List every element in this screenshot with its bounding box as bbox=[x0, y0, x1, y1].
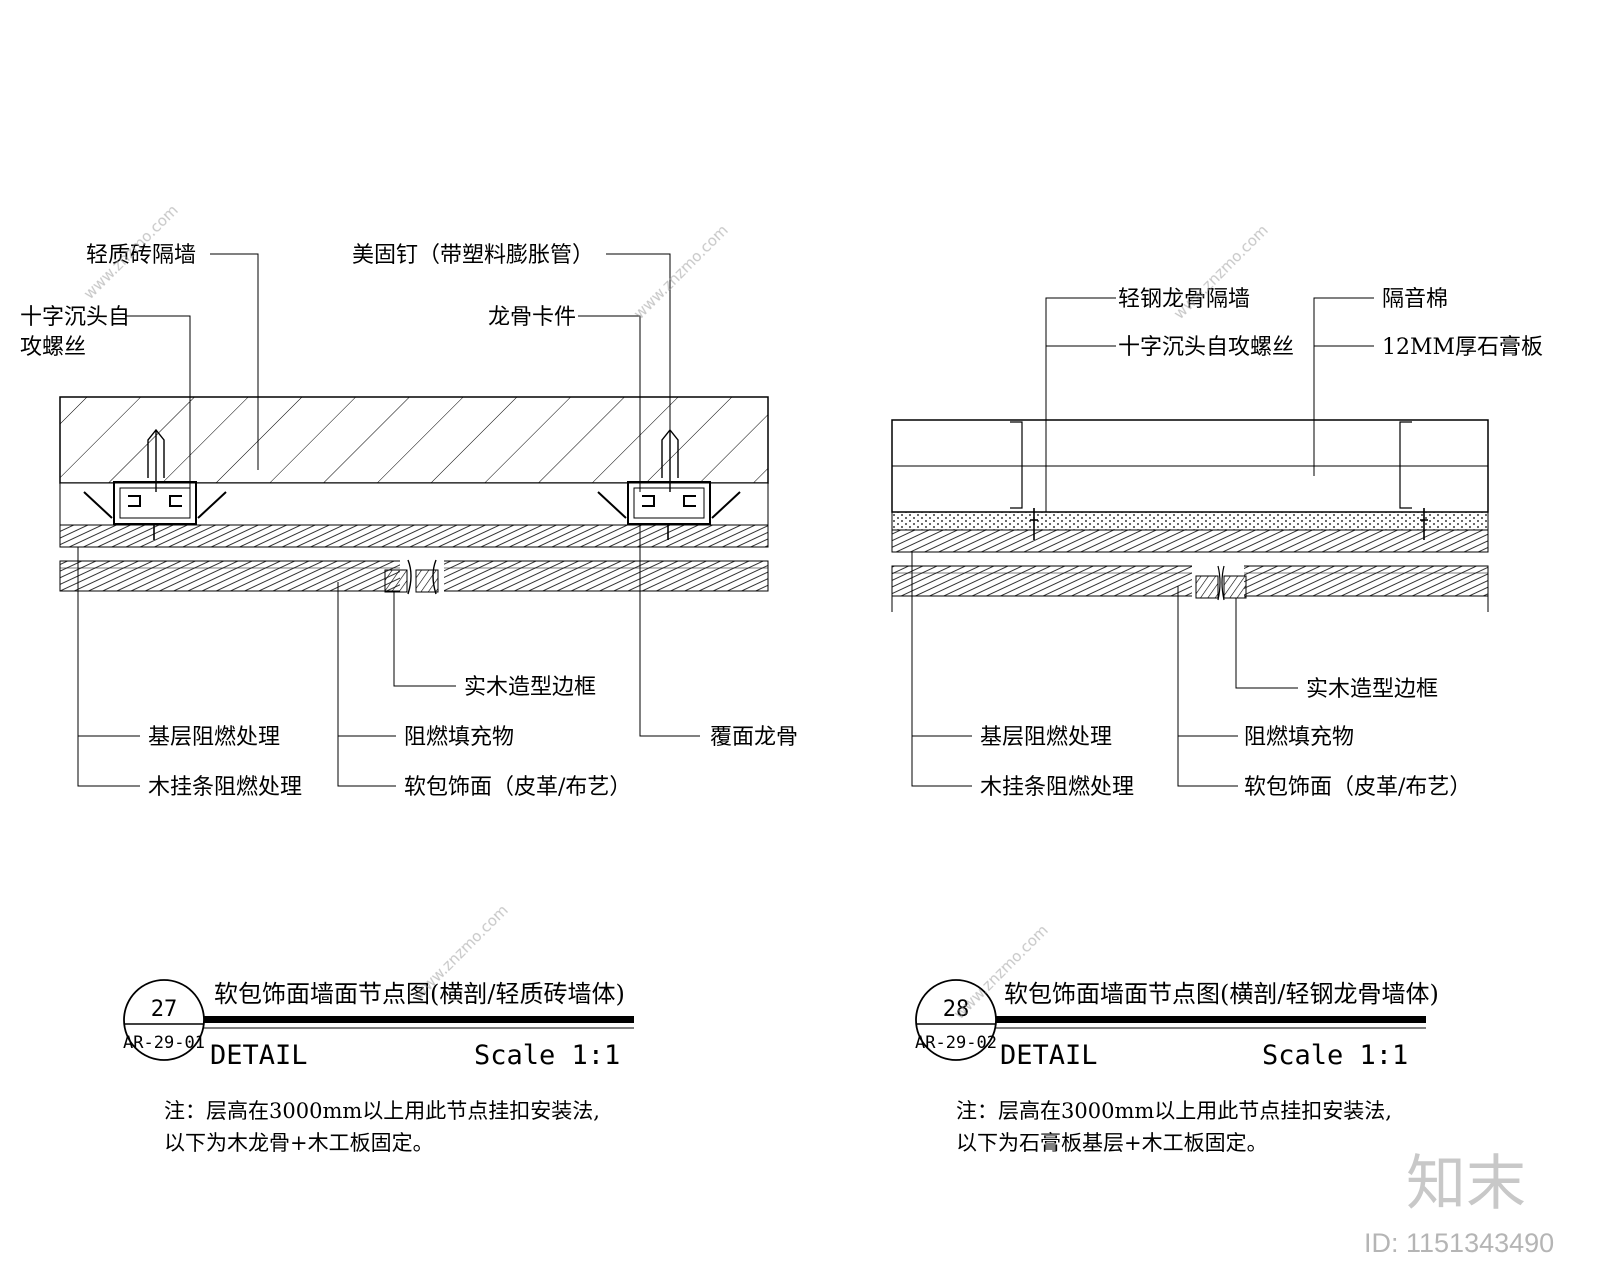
title-block-27: 27 AR-29-01 软包饰面墙面节点图(横剖/轻质砖墙体) DETAIL S… bbox=[123, 979, 634, 1155]
detail-title: 软包饰面墙面节点图(横剖/轻钢龙骨墙体) bbox=[1004, 980, 1439, 1008]
watermark-logo: 知末 bbox=[1406, 1149, 1526, 1219]
title-number: 28 bbox=[943, 997, 970, 1022]
cavity bbox=[59, 482, 769, 526]
label-batten: 木挂条阻燃处理 bbox=[148, 775, 302, 800]
label-finish: 软包饰面（皮革/布艺） bbox=[404, 775, 631, 800]
note-line-2: 以下为木龙骨+木工板固定。 bbox=[164, 1131, 434, 1155]
label-anchor: 美固钉（带塑料膨胀管） bbox=[352, 243, 594, 268]
label-filler: 阻燃填充物 bbox=[404, 725, 514, 750]
title-block-28: 28 AR-29-02 软包饰面墙面节点图(横剖/轻钢龙骨墙体) DETAIL … bbox=[915, 979, 1439, 1155]
solid-wood-frame bbox=[1195, 575, 1219, 599]
solid-wood-frame bbox=[1223, 575, 1247, 599]
detail-28: 轻钢龙骨隔墙 隔音棉 十字沉头自攻螺丝 12MM厚石膏板 实木造型边框 基层阻燃… bbox=[891, 287, 1543, 1155]
label-base-fire: 基层阻燃处理 bbox=[980, 725, 1112, 750]
detail-scale: Scale 1:1 bbox=[1262, 1040, 1408, 1071]
solid-wood-frame bbox=[384, 569, 408, 593]
title-number: 27 bbox=[151, 997, 178, 1022]
detail-title: 软包饰面墙面节点图(横剖/轻质砖墙体) bbox=[214, 980, 625, 1008]
keel-clip-left bbox=[83, 428, 227, 540]
brick-wall-section bbox=[59, 396, 769, 484]
base-board-layer bbox=[59, 524, 769, 548]
label-steel-wall: 轻钢龙骨隔墙 bbox=[1118, 287, 1250, 312]
finish-board-layer bbox=[891, 565, 1489, 597]
watermark-id: ID: 1151343490 bbox=[1364, 1228, 1554, 1258]
detail-word: DETAIL bbox=[210, 1040, 308, 1071]
label-gypsum: 12MM厚石膏板 bbox=[1382, 335, 1543, 360]
title-ref: AR-29-02 bbox=[915, 1033, 997, 1053]
detail-27: 轻质砖隔墙 美固钉（带塑料膨胀管） 十字沉头自 攻螺丝 龙骨卡件 实木造型边框 … bbox=[20, 243, 798, 1155]
label-filler: 阻燃填充物 bbox=[1244, 725, 1354, 750]
detail-scale: Scale 1:1 bbox=[474, 1040, 620, 1071]
label-screw-2: 攻螺丝 bbox=[20, 335, 86, 360]
label-screw: 十字沉头自攻螺丝 bbox=[1118, 335, 1294, 360]
label-cover-keel: 覆面龙骨 bbox=[710, 725, 798, 750]
label-insulation: 隔音棉 bbox=[1382, 287, 1448, 312]
base-board-layer bbox=[891, 529, 1489, 553]
label-keel-clip: 龙骨卡件 bbox=[488, 305, 576, 330]
watermark: www.znzmo.com www.znzmo.com www.znzmo.co… bbox=[80, 201, 1272, 1023]
label-finish: 软包饰面（皮革/布艺） bbox=[1244, 775, 1471, 800]
title-ref: AR-29-01 bbox=[123, 1033, 205, 1053]
label-wood-frame: 实木造型边框 bbox=[1306, 677, 1438, 702]
solid-wood-frame bbox=[415, 569, 439, 593]
note-line-1: 注：层高在3000mm以上用此节点挂扣安装法, bbox=[164, 1099, 600, 1123]
label-batten: 木挂条阻燃处理 bbox=[980, 775, 1134, 800]
label-brick-wall: 轻质砖隔墙 bbox=[86, 243, 196, 268]
label-base-fire: 基层阻燃处理 bbox=[148, 725, 280, 750]
label-screw-1: 十字沉头自 bbox=[20, 305, 130, 330]
watermark-site: www.znzmo.com bbox=[630, 221, 732, 323]
note-line-1: 注：层高在3000mm以上用此节点挂扣安装法, bbox=[956, 1099, 1392, 1123]
note-line-2: 以下为石膏板基层+木工板固定。 bbox=[956, 1131, 1268, 1155]
gypsum-board bbox=[891, 511, 1489, 531]
label-wood-frame: 实木造型边框 bbox=[464, 675, 596, 700]
detail-word: DETAIL bbox=[1000, 1040, 1098, 1071]
